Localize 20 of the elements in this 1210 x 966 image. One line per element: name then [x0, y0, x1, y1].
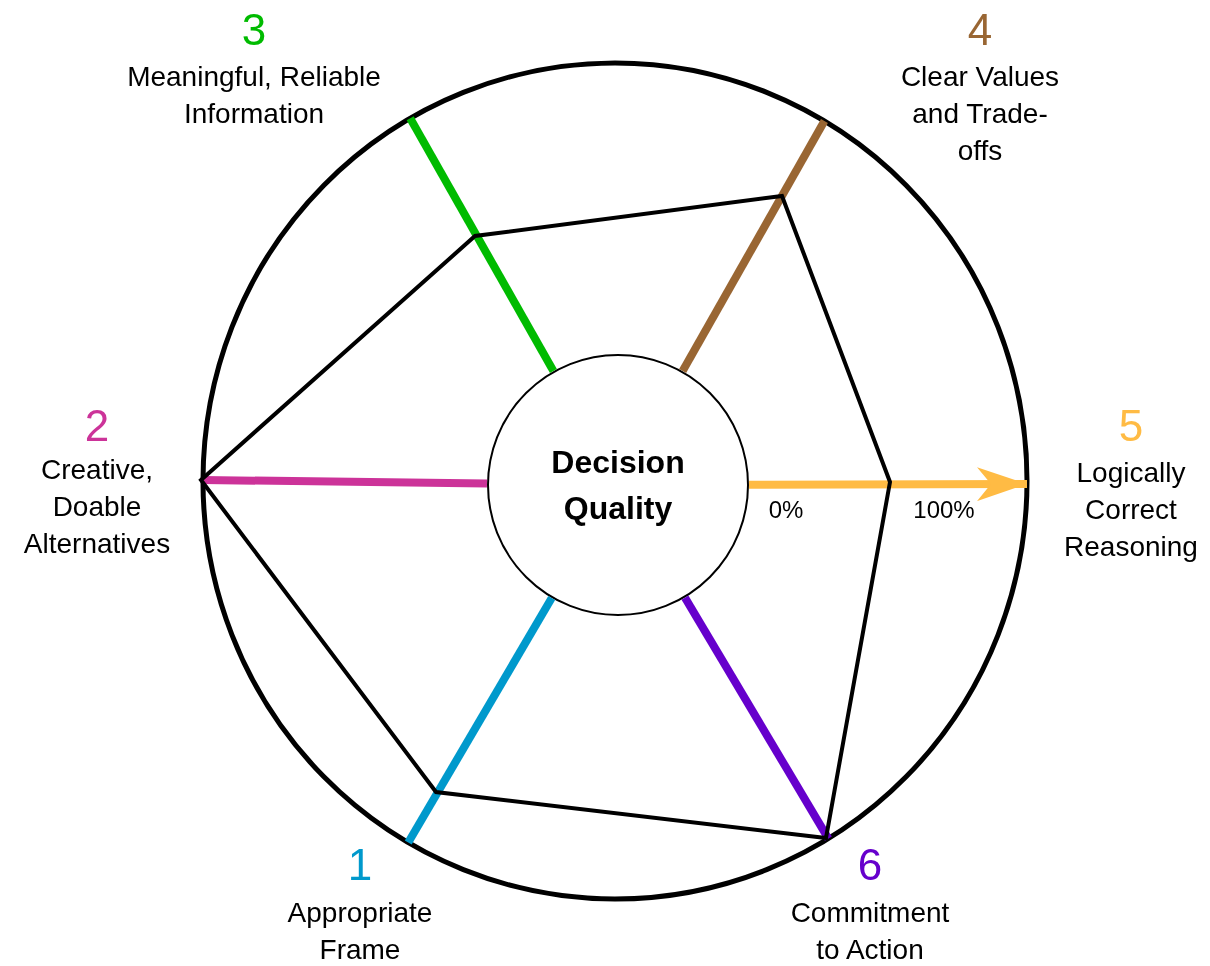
spoke-line: [406, 116, 557, 373]
dimension-name: Meaningful, Reliable Information: [126, 60, 382, 131]
dimension-name: Appropriate Frame: [286, 896, 434, 966]
spoke-number: 3: [240, 8, 268, 52]
spoke-line: [681, 595, 832, 841]
dimension-name: Clear Values and Trade-offs: [899, 60, 1061, 168]
spoke-line: [679, 119, 828, 374]
dimension-name: Commitment to Action: [789, 896, 951, 966]
dimension-name: Creative, Doable Alternatives: [22, 453, 172, 561]
scale-label: 0%: [767, 495, 805, 525]
spoke-line: [202, 476, 488, 488]
spoke-number: 6: [856, 843, 884, 887]
spoke-number: 4: [966, 8, 994, 52]
spoke-number: 2: [83, 404, 111, 448]
spoke-line: [404, 595, 556, 845]
scale-label: 100%: [912, 495, 976, 525]
dimension-name: Logically Correct Reasoning: [1063, 456, 1199, 564]
center-title: Decision Quality: [550, 443, 686, 528]
spoke-number: 5: [1117, 404, 1145, 448]
spoke-number: 1: [346, 843, 374, 887]
